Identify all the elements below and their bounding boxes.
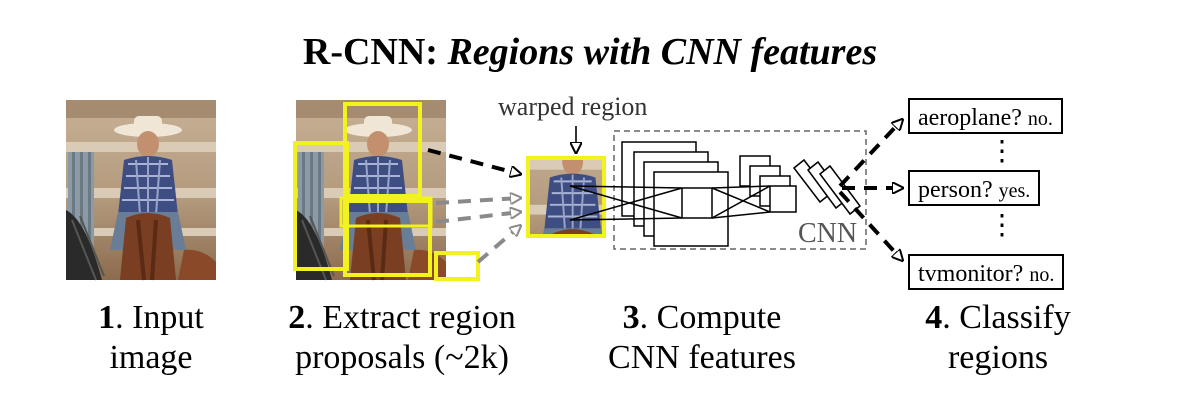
step-line1: . Extract region bbox=[305, 299, 516, 336]
step-caption-4: 4. Classify regions bbox=[898, 298, 1098, 378]
class-box-aeroplane: aeroplane? no. bbox=[908, 98, 1063, 134]
classify-arrow-aeroplane bbox=[838, 120, 902, 188]
class-box-person: person? yes. bbox=[908, 170, 1041, 206]
step-line1: . Input bbox=[115, 299, 204, 336]
diagram-title: R-CNN: Regions with CNN features bbox=[0, 30, 1180, 74]
step-number: 2 bbox=[288, 299, 306, 336]
region-proposal-box bbox=[434, 251, 480, 281]
step-caption-2: 2. Extract region proposals (~2k) bbox=[252, 298, 552, 378]
step-line2: proposals (~2k) bbox=[295, 339, 509, 376]
step-line2: image bbox=[109, 339, 193, 376]
class-query: aeroplane? bbox=[918, 105, 1022, 131]
step-line1: . Compute bbox=[639, 299, 782, 336]
warped-region-label: warped region bbox=[498, 92, 648, 121]
step-line1: . Classify bbox=[942, 299, 1071, 336]
region-proposal-box bbox=[339, 196, 433, 228]
proposal-arrow bbox=[476, 226, 520, 264]
class-answer: no. bbox=[1029, 264, 1055, 286]
class-answer: no. bbox=[1027, 108, 1053, 130]
class-query: tvmonitor? bbox=[918, 261, 1024, 287]
step-caption-3: 3. Compute CNN features bbox=[582, 298, 822, 378]
cnn-label: CNN bbox=[798, 218, 858, 249]
proposal-arrow bbox=[435, 198, 520, 205]
step-caption-1: 1. Input image bbox=[66, 298, 236, 378]
class-answer: yes. bbox=[998, 180, 1031, 202]
step-number: 1 bbox=[98, 299, 116, 336]
step-line2: regions bbox=[947, 339, 1049, 376]
ellipsis-dots: ⋮ bbox=[988, 210, 1016, 241]
proposal-arrow bbox=[427, 148, 520, 174]
proposal-arrow bbox=[435, 212, 520, 224]
warped-region-frame bbox=[526, 156, 606, 238]
classify-arrow-tvmonitor bbox=[838, 190, 902, 260]
fc-layers bbox=[792, 158, 862, 216]
step-number: 4 bbox=[925, 299, 943, 336]
class-query: person? bbox=[918, 177, 993, 203]
region-proposal-box bbox=[343, 199, 432, 277]
cnn-connections bbox=[569, 185, 771, 221]
cnn-layers bbox=[621, 141, 797, 247]
title-italic: Regions with CNN features bbox=[447, 31, 878, 73]
class-box-tvmonitor: tvmonitor? no. bbox=[908, 254, 1065, 290]
title-bold: R-CNN: bbox=[302, 31, 438, 73]
step-number: 3 bbox=[622, 299, 640, 336]
ellipsis-dots: ⋮ bbox=[988, 136, 1016, 167]
step-line2: CNN features bbox=[608, 339, 796, 376]
proposal-image bbox=[294, 98, 448, 282]
input-image bbox=[64, 98, 218, 282]
